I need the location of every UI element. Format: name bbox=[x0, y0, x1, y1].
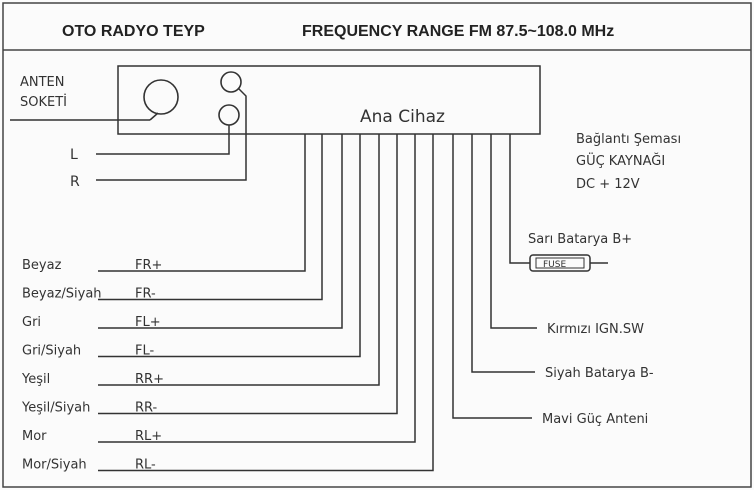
speaker-wire-color-label: Gri/Siyah bbox=[22, 344, 81, 359]
power-wire-1 bbox=[509, 134, 530, 264]
speaker-wire-color-label: Beyaz bbox=[22, 258, 62, 273]
speaker-wire-color-label: Mor/Siyah bbox=[22, 458, 87, 473]
speaker-wire-4 bbox=[98, 134, 361, 358]
speaker-wire-code-label: RR+ bbox=[135, 372, 164, 387]
speaker-wire-code-label: RR- bbox=[135, 401, 158, 416]
rca-left-wire bbox=[96, 125, 230, 155]
power-info-line3: DC + 12V bbox=[576, 177, 640, 192]
speaker-wire-code-label: FR+ bbox=[135, 258, 162, 273]
header-left-title: OTO RADYO TEYP bbox=[62, 23, 205, 40]
fuse-icon: FUSE bbox=[529, 254, 591, 272]
power-wire-label: Sarı Batarya B+ bbox=[528, 232, 632, 247]
speaker-wire-code-label: RL+ bbox=[135, 429, 162, 444]
speaker-wire-color-label: Yeşil bbox=[21, 372, 50, 387]
antenna-socket-icon bbox=[143, 79, 179, 115]
power-info-line1: Bağlantı Şeması bbox=[576, 132, 681, 147]
speaker-wire-5 bbox=[98, 134, 380, 386]
power-wires-group: Sarı Batarya B+ Kırmızı IGN.SW Siyah Batar… bbox=[452, 134, 654, 427]
power-wire-2 bbox=[490, 134, 537, 329]
antenna-label-line1: ANTEN bbox=[20, 75, 65, 90]
rca-right-jack-icon bbox=[220, 71, 242, 93]
header-right-title: FREQUENCY RANGE FM 87.5~108.0 MHz bbox=[302, 23, 614, 40]
speaker-wire-7 bbox=[98, 134, 416, 443]
speaker-wire-1 bbox=[98, 134, 306, 272]
main-unit-label: Ana Cihaz bbox=[360, 107, 445, 127]
power-wire-3 bbox=[471, 134, 535, 373]
speaker-wire-code-label: FL+ bbox=[135, 315, 161, 330]
speaker-wire-code-label: FR- bbox=[135, 287, 156, 302]
speaker-wire-8 bbox=[98, 134, 434, 472]
power-wire-4 bbox=[452, 134, 532, 419]
speaker-wire-color-label: Mor bbox=[22, 429, 47, 444]
antenna-label-line2: SOKETİ bbox=[20, 94, 67, 110]
power-wire-label: Kırmızı IGN.SW bbox=[547, 322, 644, 337]
speaker-wire-3 bbox=[98, 134, 343, 329]
rca-left-jack-icon bbox=[218, 104, 240, 126]
speaker-wire-2 bbox=[98, 134, 323, 301]
fuse-label: FUSE bbox=[543, 260, 566, 270]
speaker-wire-color-label: Gri bbox=[22, 315, 41, 330]
speaker-wire-code-label: FL- bbox=[135, 344, 154, 359]
main-unit-box bbox=[117, 65, 541, 135]
power-info-line2: GÜÇ KAYNAĞI bbox=[576, 152, 665, 169]
rca-right-wire bbox=[96, 87, 247, 181]
speaker-wires-group: Beyaz FR+ Beyaz/Siyah FR- Gri FL+ Gri/Siyah FL-… bbox=[21, 134, 434, 473]
rca-right-label: R bbox=[70, 174, 80, 190]
power-wire-label: Siyah Batarya B- bbox=[545, 366, 654, 381]
speaker-wire-6 bbox=[98, 134, 398, 415]
antenna-wire-diag bbox=[149, 112, 159, 121]
speaker-wire-color-label: Beyaz/Siyah bbox=[22, 287, 102, 302]
power-wire-label: Mavi Güç Anteni bbox=[542, 412, 648, 427]
rca-left-label: L bbox=[70, 147, 78, 163]
speaker-wire-code-label: RL- bbox=[135, 458, 156, 473]
speaker-wire-color-label: Yeşil/Siyah bbox=[21, 401, 90, 416]
